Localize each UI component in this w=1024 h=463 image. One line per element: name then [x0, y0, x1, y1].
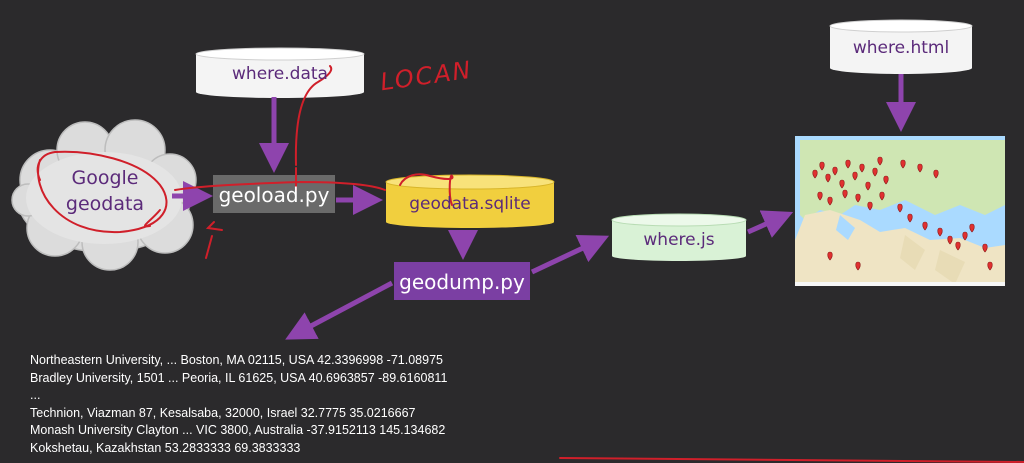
arrow-geodump-to-wherejs — [530, 234, 610, 275]
map-marker-icon — [852, 171, 858, 181]
map-marker-icon — [933, 169, 939, 179]
map-marker-icon — [900, 159, 906, 169]
map-marker-icon — [962, 231, 968, 241]
map-marker-icon — [917, 163, 923, 173]
map-marker-icon — [827, 196, 833, 206]
where-js-cylinder — [611, 213, 747, 261]
output-line: Bradley University, 1501 ... Peoria, IL … — [30, 370, 448, 385]
map-marker-icon — [872, 167, 878, 177]
world-map — [795, 136, 1005, 286]
map-marker-icon — [839, 179, 845, 189]
geoload-label: geoload.py — [218, 183, 330, 207]
geodump-label: geodump.py — [399, 270, 525, 294]
map-marker-icon — [937, 227, 943, 237]
output-line: Northeastern University, ... Boston, MA … — [30, 353, 443, 367]
where-html-label: where.html — [852, 38, 950, 58]
map-marker-icon — [867, 201, 873, 211]
map-marker-icon — [907, 213, 913, 223]
geodata-sqlite-cylinder — [385, 174, 555, 228]
where-data-cylinder — [195, 47, 365, 98]
map-marker-icon — [883, 175, 889, 185]
map-marker-icon — [955, 241, 961, 251]
output-line: Technion, Viazman 87, Kesalsaba, 32000, … — [30, 405, 416, 420]
map-marker-icon — [859, 163, 865, 173]
map-marker-icon — [969, 223, 975, 233]
geodump-box — [394, 262, 530, 300]
output-line: Kokshetau, Kazakhstan 53.2833333 69.3833… — [30, 440, 301, 455]
where-html-cylinder — [829, 19, 973, 74]
map-marker-icon — [855, 261, 861, 271]
map-marker-icon — [819, 161, 825, 171]
output-line: Monash University Clayton ... VIC 3800, … — [30, 423, 446, 438]
geodata-label: geodata — [65, 193, 145, 215]
map-marker-icon — [825, 173, 831, 183]
map-marker-icon — [987, 261, 993, 271]
where-js-label: where.js — [643, 230, 715, 250]
map-marker-icon — [947, 235, 953, 245]
google-label: Google — [71, 167, 139, 189]
arrow-wherejs-to-map — [746, 210, 794, 238]
map-marker-icon — [832, 166, 838, 176]
arrow-geodump-to-output — [285, 280, 394, 340]
map-marker-icon — [982, 243, 988, 253]
map-marker-icon — [845, 159, 851, 169]
map-marker-icon — [842, 189, 848, 199]
map-marker-icon — [812, 169, 818, 179]
output-line: ... — [30, 388, 41, 403]
geodata-sqlite-label: geodata.sqlite — [409, 194, 531, 214]
where-data-label: where.data — [232, 64, 328, 84]
google-geodata-label: Google geodata — [40, 165, 170, 217]
map-marker-icon — [897, 203, 903, 213]
map-marker-icon — [865, 181, 871, 191]
flow-arrows — [172, 74, 916, 340]
map-marker-icon — [879, 191, 885, 201]
map-marker-icon — [877, 156, 883, 166]
map-marker-icon — [922, 221, 928, 231]
map-marker-icon — [827, 251, 833, 261]
map-marker-icon — [817, 191, 823, 201]
handwritten-annotations — [36, 65, 1024, 463]
map-marker-icon — [855, 193, 861, 203]
output-lines: Northeastern University, ... Boston, MA … — [30, 352, 447, 458]
